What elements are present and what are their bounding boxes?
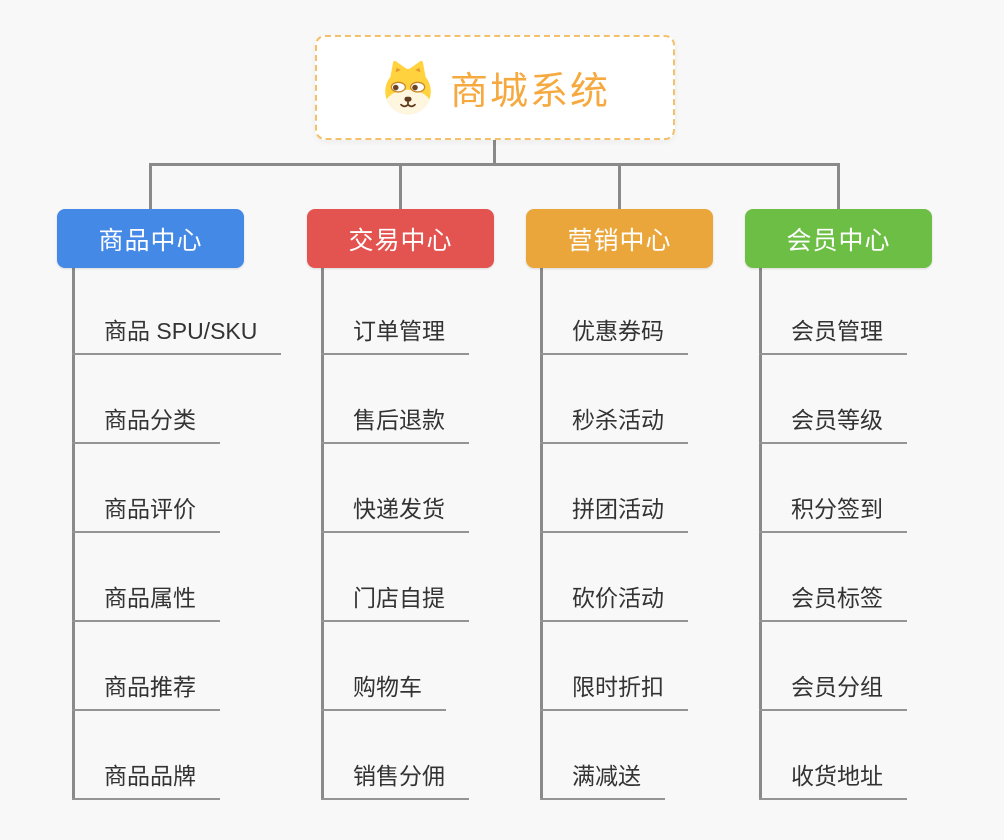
leaf-node[interactable]: 会员标签	[759, 582, 907, 622]
connector-branch-stub	[837, 163, 840, 209]
leaf-node[interactable]: 商品评价	[72, 493, 220, 533]
leaf-node[interactable]: 秒杀活动	[540, 404, 688, 444]
branch-member-center[interactable]: 会员中心	[745, 209, 932, 268]
leaf-node[interactable]: 商品品牌	[72, 760, 220, 800]
connector-root-stub	[493, 140, 496, 164]
dog-face-icon	[385, 60, 431, 114]
leaf-node[interactable]: 会员分组	[759, 671, 907, 711]
branch-marketing-center[interactable]: 营销中心	[526, 209, 713, 268]
leaf-node[interactable]: 拼团活动	[540, 493, 688, 533]
leaf-node[interactable]: 销售分佣	[321, 760, 469, 800]
leaf-node[interactable]: 售后退款	[321, 404, 469, 444]
branch-trade-center[interactable]: 交易中心	[307, 209, 494, 268]
leaf-node[interactable]: 购物车	[321, 671, 446, 711]
connector-column-spine	[759, 268, 762, 800]
leaf-node[interactable]: 商品分类	[72, 404, 220, 444]
connector-column-spine	[72, 268, 75, 800]
leaf-node[interactable]: 会员管理	[759, 315, 907, 355]
leaf-node[interactable]: 订单管理	[321, 315, 469, 355]
leaf-node[interactable]: 收货地址	[759, 760, 907, 800]
leaf-node[interactable]: 门店自提	[321, 582, 469, 622]
connector-branch-stub	[399, 163, 402, 209]
connector-branch-stub	[149, 163, 152, 209]
leaf-node[interactable]: 商品属性	[72, 582, 220, 622]
leaf-node[interactable]: 商品推荐	[72, 671, 220, 711]
branch-product-center[interactable]: 商品中心	[57, 209, 244, 268]
leaf-node[interactable]: 积分签到	[759, 493, 907, 533]
leaf-node[interactable]: 限时折扣	[540, 671, 688, 711]
connector-column-spine	[321, 268, 324, 800]
leaf-node[interactable]: 砍价活动	[540, 582, 688, 622]
root-title: 商城系统	[449, 71, 610, 113]
leaf-node[interactable]: 快递发货	[321, 493, 469, 533]
leaf-node[interactable]: 优惠券码	[540, 315, 688, 355]
leaf-node[interactable]: 满减送	[540, 760, 665, 800]
root-node-mall-system[interactable]: 商城系统	[315, 35, 675, 140]
connector-branch-stub	[618, 163, 621, 209]
connector-column-spine	[540, 268, 543, 800]
leaf-node[interactable]: 会员等级	[759, 404, 907, 444]
leaf-node[interactable]: 商品 SPU/SKU	[72, 315, 282, 355]
connector-bus	[149, 163, 840, 166]
